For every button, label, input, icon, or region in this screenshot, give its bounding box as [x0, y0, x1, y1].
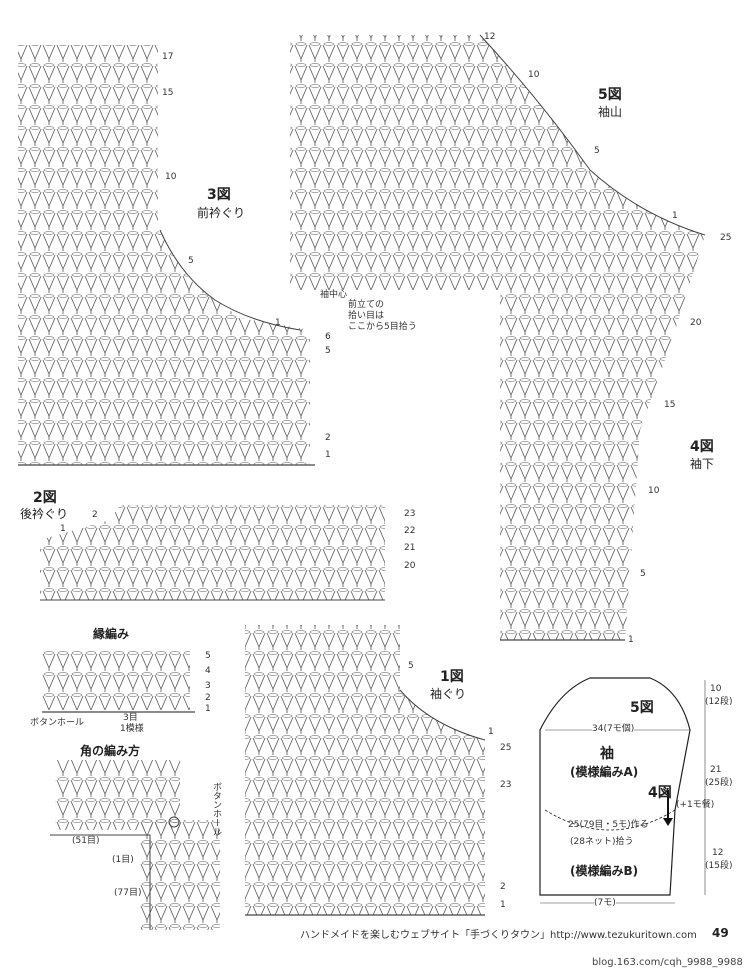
- schematic-bottom-width: (7モ): [594, 898, 616, 909]
- row-label: 5: [325, 346, 331, 356]
- edging-title: 縁編み: [93, 627, 130, 641]
- repeat-label-2: 1模様: [120, 724, 144, 734]
- row-label: 5: [594, 146, 600, 156]
- row-label: 1: [325, 450, 331, 460]
- row-label: 20: [404, 561, 416, 571]
- row-label: 25: [500, 743, 512, 753]
- row-label: 1: [275, 318, 281, 328]
- row-label: 2: [325, 433, 331, 443]
- diagram-5-title: 袖山: [598, 105, 623, 119]
- diagram-1-number: 1図: [440, 669, 464, 685]
- schematic-fig5: 5図: [630, 700, 654, 716]
- row-label: 15: [162, 88, 174, 98]
- diagram-3-title: 前衿ぐり: [197, 206, 246, 220]
- row-label: 10: [648, 486, 660, 496]
- row-label: 6: [325, 332, 331, 342]
- row-label: 5: [188, 256, 194, 266]
- row-label: 1: [60, 524, 66, 534]
- diagram-2-grid: [40, 505, 385, 601]
- schematic-pick: (28ネット)拾う: [570, 837, 634, 847]
- row-label: 25: [720, 233, 732, 243]
- row-label: 10: [528, 70, 540, 80]
- row-label: 1: [628, 635, 634, 645]
- front-note-2: 拾い目は: [348, 311, 385, 321]
- side-label: (12段): [705, 697, 733, 707]
- row-label: 5: [640, 569, 646, 579]
- row-label: 12: [484, 32, 496, 42]
- corner-buttonhole-label: ボタンホール: [211, 782, 221, 836]
- buttonhole-label: ボタンホール: [30, 718, 85, 728]
- row-label: 1: [672, 211, 678, 221]
- repeat-label: 3目: [123, 713, 138, 723]
- corner-stitch-count-77: (77目): [114, 888, 142, 898]
- schematic-pattern-a: (模様編みA): [570, 765, 639, 779]
- corner-stitch-count-51: (51目): [72, 836, 100, 846]
- side-label: 12: [712, 848, 724, 858]
- side-label: 21: [710, 765, 722, 775]
- row-label: 2: [205, 693, 211, 703]
- schematic-fig4: 4図: [648, 785, 672, 801]
- footer-text: ハンドメイドを楽しむウェブサイト「手づくりタウン」http://www.tezu…: [300, 930, 697, 941]
- row-label: 4: [205, 666, 211, 676]
- side-label: 10: [710, 684, 722, 694]
- schematic-pattern-b: (模様編みB): [570, 864, 639, 878]
- diagram-1-title: 袖ぐり: [430, 687, 467, 701]
- corner-stitch-count-1: (1目): [112, 855, 134, 865]
- side-label: (15段): [705, 861, 733, 871]
- row-label: 20: [690, 318, 702, 328]
- corner-chart: [50, 760, 220, 930]
- row-label: 5: [408, 661, 414, 671]
- side-label: (25段): [705, 778, 733, 788]
- schematic-top-width: 34(7モ個): [592, 724, 635, 735]
- corner-title: 角の編み方: [80, 744, 141, 758]
- row-label: 17: [162, 52, 174, 62]
- watermark: blog.163.com/cqh_9988_9988: [592, 957, 743, 968]
- diagram-2-number: 2図: [33, 490, 57, 506]
- sleeve-center-label: 袖中心: [320, 290, 348, 300]
- row-label: 1: [205, 704, 211, 714]
- diagram-3-grid: [18, 45, 315, 466]
- row-label: 1: [500, 900, 506, 910]
- row-label: 22: [404, 526, 416, 536]
- front-note-3: ここから5目拾う: [348, 322, 417, 332]
- front-note-1: 前立ての: [348, 300, 385, 310]
- schematic-sleeve: 袖: [600, 746, 614, 762]
- diagram-5-number: 5図: [598, 87, 622, 103]
- row-label: 10: [165, 172, 177, 182]
- row-label: 21: [404, 543, 416, 553]
- side-label: (+1モ餐): [676, 800, 715, 810]
- row-label: 23: [404, 509, 416, 519]
- edging-chart: [42, 650, 195, 713]
- diagram-5-4-grid: [290, 34, 706, 641]
- page-number: 49: [712, 926, 729, 940]
- row-label: 2: [92, 510, 98, 520]
- diagram-4-title: 袖下: [690, 457, 715, 471]
- row-label: 15: [664, 400, 676, 410]
- diagram-3-number: 3図: [207, 187, 231, 203]
- diagram-4-number: 4図: [690, 439, 714, 455]
- row-label: 5: [205, 651, 211, 661]
- row-label: 1: [488, 727, 494, 737]
- diagram-1-grid: [245, 625, 486, 916]
- diagram-2-title: 後衿ぐり: [20, 507, 69, 521]
- row-label: 23: [500, 780, 512, 790]
- row-label: 2: [500, 882, 506, 892]
- row-label: 3: [205, 681, 211, 691]
- schematic-mid: 25(79目・5モ)作る: [568, 820, 649, 830]
